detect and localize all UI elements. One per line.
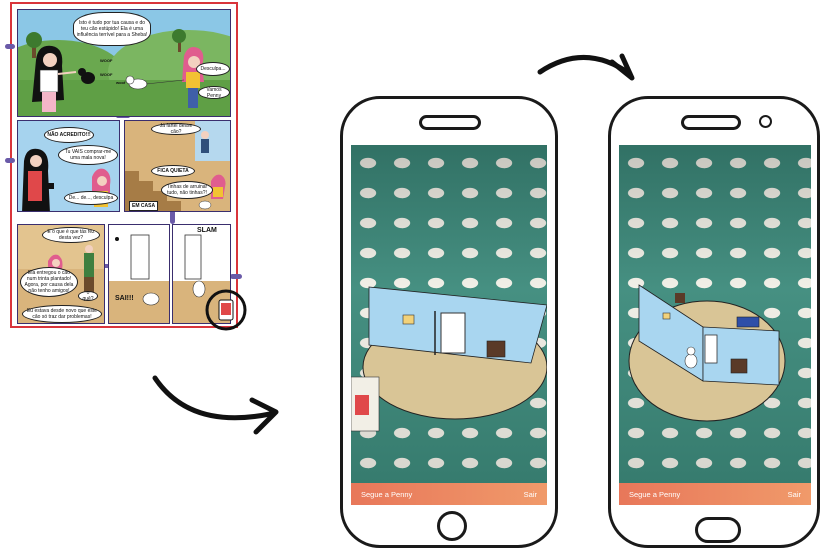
- follow-penny-button[interactable]: Segue a Penny: [629, 490, 680, 499]
- phone-speaker: [681, 115, 741, 130]
- phone-speaker: [419, 115, 481, 130]
- exit-button[interactable]: Sair: [788, 490, 801, 499]
- follow-penny-button[interactable]: Segue a Penny: [361, 490, 412, 499]
- exit-button[interactable]: Sair: [524, 490, 537, 499]
- ar-screen: Segue a Penny Sair: [619, 145, 811, 505]
- ar-bottom-bar: Segue a Penny Sair: [619, 483, 811, 505]
- ar-bottom-bar: Segue a Penny Sair: [351, 483, 547, 505]
- ar-room-scene: [619, 145, 811, 505]
- ar-screen: Segue a Penny Sair: [351, 145, 547, 505]
- ar-room-scene: [351, 145, 547, 505]
- phone-right: Segue a Penny Sair: [608, 96, 820, 548]
- home-button[interactable]: [695, 517, 741, 543]
- front-camera: [759, 115, 772, 128]
- home-button[interactable]: [437, 511, 467, 541]
- phone-left: Segue a Penny Sair: [340, 96, 558, 548]
